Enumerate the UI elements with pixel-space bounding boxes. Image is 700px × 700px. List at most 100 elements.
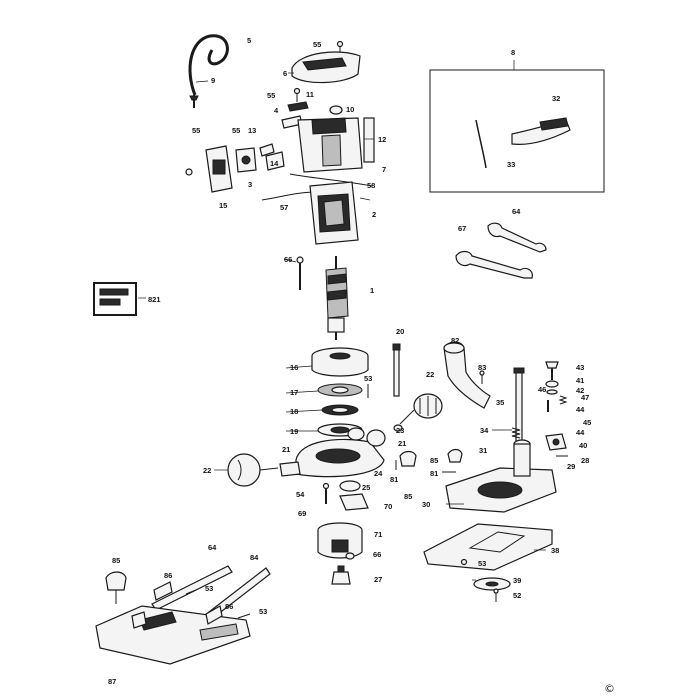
label-41: 41 (576, 376, 584, 385)
label-66: 66 (373, 550, 381, 559)
label-54: 54 (296, 490, 305, 499)
collet-nut-part-27 (331, 565, 351, 585)
label-82: 82 (451, 336, 459, 345)
wrench-part-64 (487, 222, 547, 253)
label-44: 44 (576, 405, 585, 414)
label-7: 7 (382, 165, 386, 174)
label-45: 45 (583, 418, 591, 427)
label-30: 30 (422, 500, 430, 509)
spring-part-34 (511, 427, 521, 439)
label-58: 58 (367, 181, 375, 190)
label-16: 16 (290, 363, 298, 372)
knob-part-85a (399, 450, 417, 467)
disc-part-39 (473, 577, 511, 591)
screw-part-83 (479, 370, 485, 384)
label-32: 32 (552, 94, 560, 103)
label-85: 85 (430, 456, 438, 465)
label-18: 18 (290, 407, 298, 416)
label-24: 24 (374, 469, 383, 478)
label-81: 81 (430, 469, 438, 478)
ring-part-18 (321, 404, 359, 416)
label-15: 15 (219, 201, 227, 210)
armature-part-1 (325, 256, 349, 340)
label-86: 86 (164, 571, 172, 580)
motor-base-part-24 (279, 427, 386, 478)
label-53: 53 (205, 584, 213, 593)
label-10: 10 (346, 105, 354, 114)
label-4: 4 (274, 106, 279, 115)
label-39: 39 (513, 576, 521, 585)
label-85: 85 (112, 556, 120, 565)
parallel-guide-part-87 (95, 605, 251, 665)
clamp-part-86a (153, 581, 173, 601)
label-8: 8 (511, 48, 515, 57)
label-31: 31 (479, 446, 487, 455)
label-86: 86 (225, 602, 233, 611)
label-35: 35 (496, 398, 504, 407)
pin-part-23 (393, 424, 403, 432)
label-17: 17 (290, 388, 298, 397)
label-69: 69 (298, 509, 306, 518)
label-87: 87 (108, 677, 116, 686)
spring-part-47 (558, 395, 568, 405)
copyright-mark: © (604, 682, 615, 695)
leader-lines (195, 72, 546, 581)
router-base-part-30 (445, 439, 557, 513)
rod-part-20 (392, 343, 401, 397)
clip-part-4 (281, 101, 309, 129)
knob-part-22b (399, 393, 443, 425)
screw-part-53b (460, 558, 468, 566)
part-labels: 5 9 55 6 55 11 4 10 55 55 13 12 14 7 3 1… (108, 36, 591, 686)
label-66: 66 (284, 255, 292, 264)
field-part-2 (309, 181, 359, 245)
collet-housing-part-71 (317, 522, 363, 559)
label-14: 14 (270, 159, 279, 168)
label-22: 22 (203, 466, 211, 475)
label-55: 55 (313, 40, 321, 49)
label-22: 22 (426, 370, 434, 379)
motor-housing-part-12 (297, 117, 375, 173)
gear-part-17 (317, 383, 363, 397)
screw-part-43 (545, 361, 559, 380)
label-81: 81 (390, 475, 398, 484)
label-19: 19 (290, 427, 298, 436)
washer-part-10 (329, 105, 343, 115)
label-21: 21 (282, 445, 290, 454)
wrench-part-67 (455, 250, 533, 279)
knob-part-22a (227, 453, 279, 487)
label-9: 9 (211, 76, 215, 85)
label-3: 3 (248, 180, 252, 189)
label-plate-part-821 (93, 282, 146, 316)
cable-part-9 (188, 34, 229, 108)
block-part-40 (545, 433, 567, 451)
label-34: 34 (480, 426, 489, 435)
knob-part-31 (447, 448, 463, 463)
label-20: 20 (396, 327, 404, 336)
label-43: 43 (576, 363, 584, 372)
label-55: 55 (267, 91, 275, 100)
label-821: 821 (148, 295, 161, 304)
nut-part-41 (545, 380, 559, 388)
switch-part-14 (265, 151, 285, 171)
sub-base-part-38 (423, 523, 553, 571)
bracket-part-82 (443, 341, 491, 409)
label-21: 21 (398, 439, 406, 448)
label-25: 25 (362, 483, 370, 492)
wire-part-57 (261, 191, 317, 201)
label-44: 44 (576, 428, 585, 437)
label-53: 53 (364, 374, 372, 383)
label-52: 52 (513, 591, 521, 600)
wire-part-58 (289, 173, 373, 187)
clip-part-13 (259, 143, 275, 157)
label-53: 53 (478, 559, 486, 568)
label-12: 12 (378, 135, 386, 144)
screw-part-52 (493, 588, 499, 602)
label-5: 5 (247, 36, 251, 45)
label-11: 11 (306, 90, 314, 99)
clamp-part-25 (339, 480, 361, 492)
knob-part-85c (105, 571, 127, 604)
screw-part-66a (296, 256, 304, 290)
label-55: 55 (192, 126, 200, 135)
